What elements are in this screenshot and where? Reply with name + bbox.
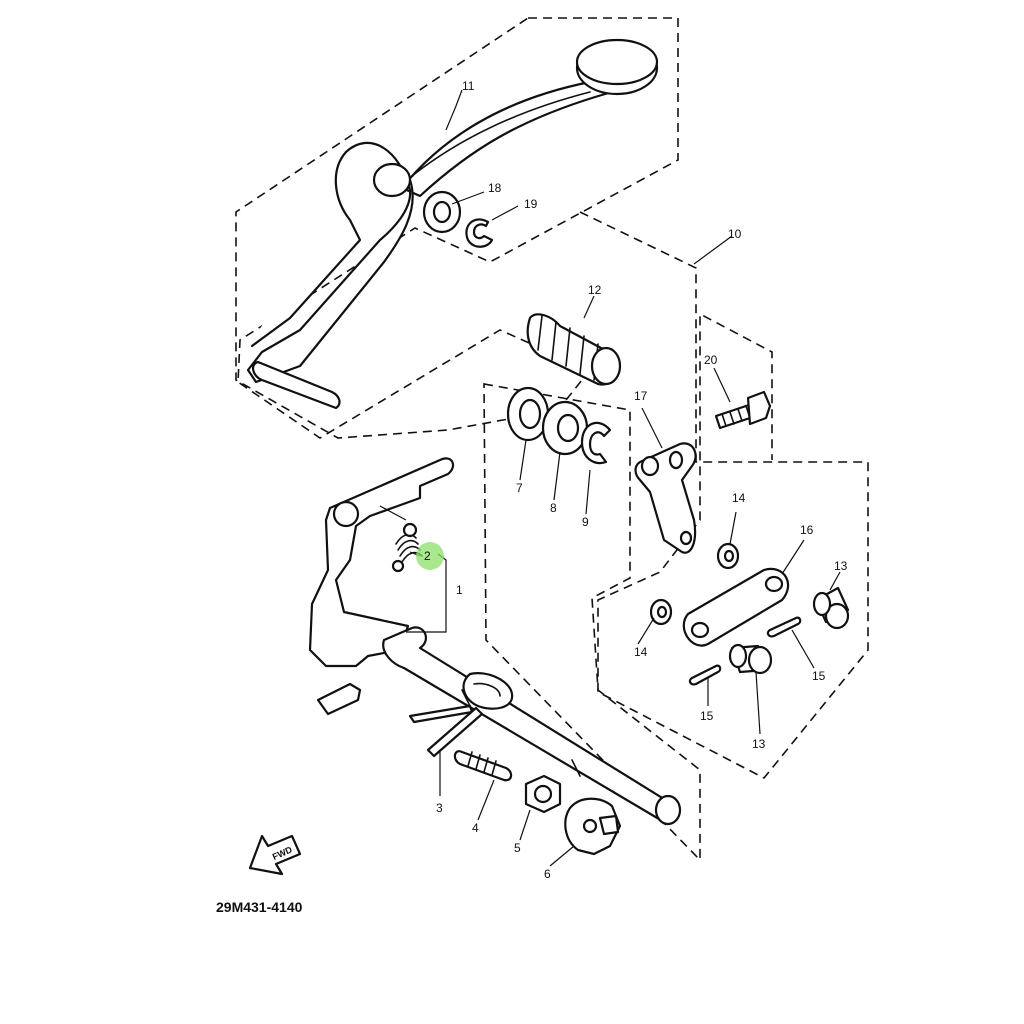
pedal-assembly-boundary <box>235 17 679 439</box>
circlip-9 <box>580 421 612 465</box>
callout-7: 7 <box>516 481 523 495</box>
callout-14-upper: 14 <box>732 491 746 505</box>
fwd-arrow-icon: FWD <box>248 834 302 876</box>
callout-4: 4 <box>472 821 479 835</box>
callout-15-right: 15 <box>812 669 826 683</box>
shift-shaft-1 <box>308 457 682 826</box>
pin-13-lower <box>728 643 773 675</box>
callout-1: 1 <box>456 583 463 597</box>
stud-bolt-4 <box>453 750 513 782</box>
callout-12: 12 <box>588 283 602 297</box>
callout-highlight <box>416 542 444 570</box>
linkage-assembly-boundary <box>579 211 869 780</box>
return-spring-3 <box>408 672 514 758</box>
pedal-washer-18 <box>422 190 462 234</box>
washer-14-lower <box>649 598 673 626</box>
callout-15-lower: 15 <box>700 709 714 723</box>
link-plate-16 <box>682 567 790 647</box>
callout-6: 6 <box>544 867 551 881</box>
bushing-7 <box>506 386 550 442</box>
callout-3: 3 <box>436 801 443 815</box>
pedal-circlip-19 <box>465 218 494 248</box>
callout-5: 5 <box>514 841 521 855</box>
callout-11: 11 <box>462 79 475 93</box>
callout-10: 10 <box>728 227 742 241</box>
nut-5 <box>524 774 562 814</box>
callout-13-lower: 13 <box>752 737 766 751</box>
washer-8 <box>541 400 589 456</box>
washer-14-upper <box>716 542 740 570</box>
bolt-20 <box>714 390 772 430</box>
callout-8: 8 <box>550 501 557 515</box>
part-code: 29M431-4140 <box>216 899 303 915</box>
pin-13-right <box>812 586 850 630</box>
callout-16: 16 <box>800 523 814 537</box>
callout-18: 18 <box>488 181 502 195</box>
callout-13-right: 13 <box>834 559 848 573</box>
callout-17: 17 <box>634 389 648 403</box>
shaft-assembly-boundary <box>483 383 701 862</box>
callout-9: 9 <box>582 515 589 529</box>
stopper-plate-6 <box>564 797 622 856</box>
cotter-pin-15-lower <box>688 664 722 686</box>
cotter-pin-15-right <box>766 616 802 638</box>
callout-labels: 1 2 3 4 5 6 7 8 9 10 11 12 13 13 14 14 1… <box>424 79 848 881</box>
pedal-rubber <box>526 313 622 386</box>
shift-pedal <box>246 38 659 410</box>
callout-14-lower: 14 <box>634 645 648 659</box>
callout-20: 20 <box>704 353 718 367</box>
shift-arm-17 <box>634 442 697 554</box>
callout-2: 2 <box>424 549 431 563</box>
callout-19: 19 <box>524 197 538 211</box>
spring-2 <box>391 522 423 573</box>
